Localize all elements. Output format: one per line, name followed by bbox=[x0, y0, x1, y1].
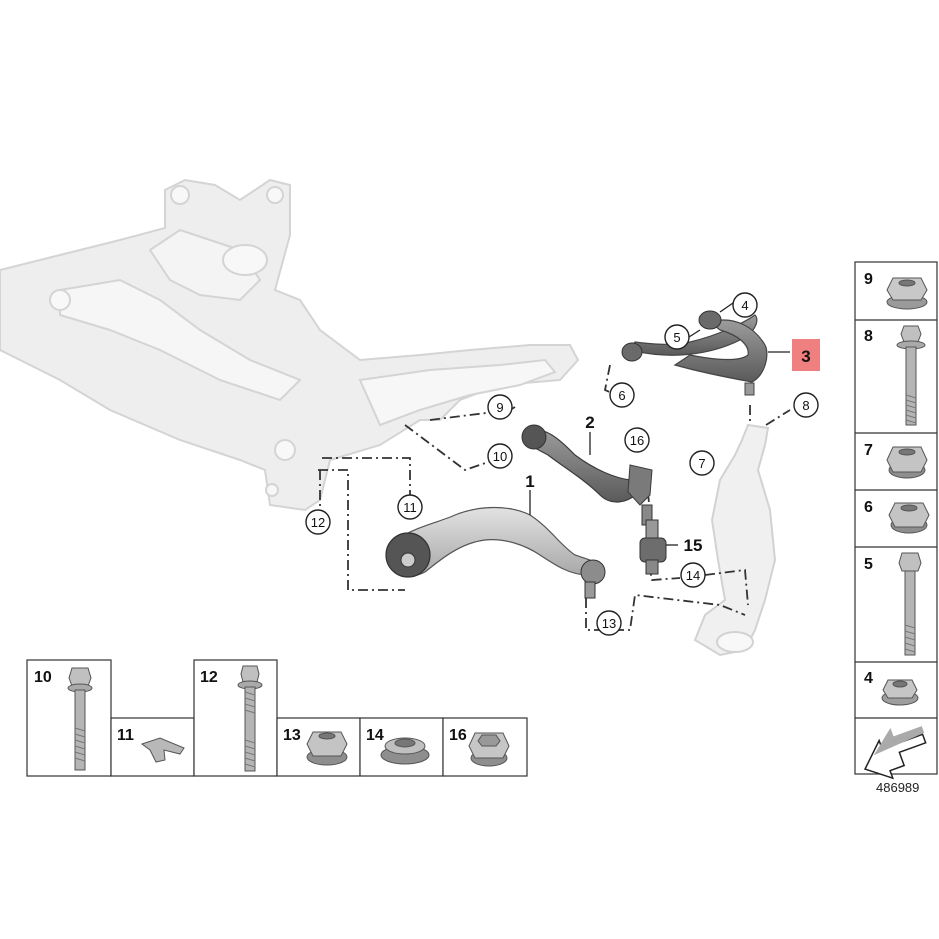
hex-bolt-icon bbox=[67, 667, 93, 771]
legend-num-12: 12 bbox=[200, 669, 218, 686]
callout-16-label: 16 bbox=[630, 433, 644, 448]
tension-strut bbox=[521, 424, 653, 526]
callout-10: 10 bbox=[487, 443, 513, 469]
lower-control-arm bbox=[385, 506, 606, 599]
callout-10-label: 10 bbox=[493, 449, 507, 464]
part-3-highlight bbox=[792, 339, 820, 371]
callout-7-label: 7 bbox=[698, 456, 705, 471]
part-1-label: 1 bbox=[525, 472, 534, 491]
hex-bolt-icon bbox=[898, 552, 922, 656]
knuckle-drawing bbox=[693, 423, 777, 657]
callout-13-label: 13 bbox=[602, 616, 616, 631]
flange-nut-icon bbox=[306, 731, 348, 766]
callout-8: 8 bbox=[793, 392, 819, 418]
callout-7: 7 bbox=[689, 450, 715, 476]
callout-5: 5 bbox=[664, 324, 690, 350]
part-3-label: 3 bbox=[801, 347, 810, 366]
lock-nut-icon bbox=[468, 732, 510, 767]
clip-icon bbox=[140, 737, 185, 763]
legend-num-8: 8 bbox=[864, 328, 873, 345]
hex-nut-icon bbox=[888, 502, 930, 534]
callout-16: 16 bbox=[624, 427, 650, 453]
callout-6-label: 6 bbox=[618, 388, 625, 403]
part-15-label: 15 bbox=[684, 536, 703, 555]
callout-5-label: 5 bbox=[673, 330, 680, 345]
hex-flange-nut-icon bbox=[886, 277, 928, 310]
legend-num-7: 7 bbox=[864, 442, 873, 459]
callout-14: 14 bbox=[680, 562, 706, 588]
callout-12-label: 12 bbox=[311, 515, 325, 530]
legend-num-5: 5 bbox=[864, 556, 873, 573]
legend-num-11: 11 bbox=[117, 727, 134, 744]
legend-num-16: 16 bbox=[449, 727, 467, 744]
callout-4: 4 bbox=[732, 292, 758, 318]
callout-9-label: 9 bbox=[496, 400, 503, 415]
upper-control-arm bbox=[621, 310, 768, 396]
legend-num-6: 6 bbox=[864, 499, 873, 516]
part-2-label: 2 bbox=[585, 413, 594, 432]
legend-bottom bbox=[26, 659, 528, 777]
callout-9: 9 bbox=[487, 394, 513, 420]
legend-num-14: 14 bbox=[366, 727, 384, 744]
ball-joint bbox=[639, 519, 667, 575]
direction-arrow-icon bbox=[863, 726, 927, 780]
callout-11-label: 11 bbox=[403, 500, 417, 515]
legend-num-10: 10 bbox=[34, 669, 52, 686]
legend-num-9: 9 bbox=[864, 271, 873, 288]
diagram-id: 486989 bbox=[876, 780, 919, 795]
flange-bolt-icon bbox=[896, 325, 926, 426]
collar-nut-icon bbox=[380, 737, 430, 765]
callout-4-label: 4 bbox=[741, 298, 748, 313]
callout-11: 11 bbox=[397, 494, 423, 520]
stud-bolt-icon bbox=[237, 665, 263, 772]
callout-6: 6 bbox=[609, 382, 635, 408]
callout-13: 13 bbox=[596, 610, 622, 636]
callout-12: 12 bbox=[305, 509, 331, 535]
callout-14-label: 14 bbox=[686, 568, 700, 583]
callout-8-label: 8 bbox=[802, 398, 809, 413]
legend-num-4: 4 bbox=[864, 670, 873, 687]
subframe-drawing bbox=[0, 178, 580, 512]
leader-lines bbox=[529, 302, 790, 546]
self-locking-nut-icon bbox=[881, 679, 919, 706]
legend-num-13: 13 bbox=[283, 727, 301, 744]
hex-nut-icon bbox=[886, 446, 928, 479]
